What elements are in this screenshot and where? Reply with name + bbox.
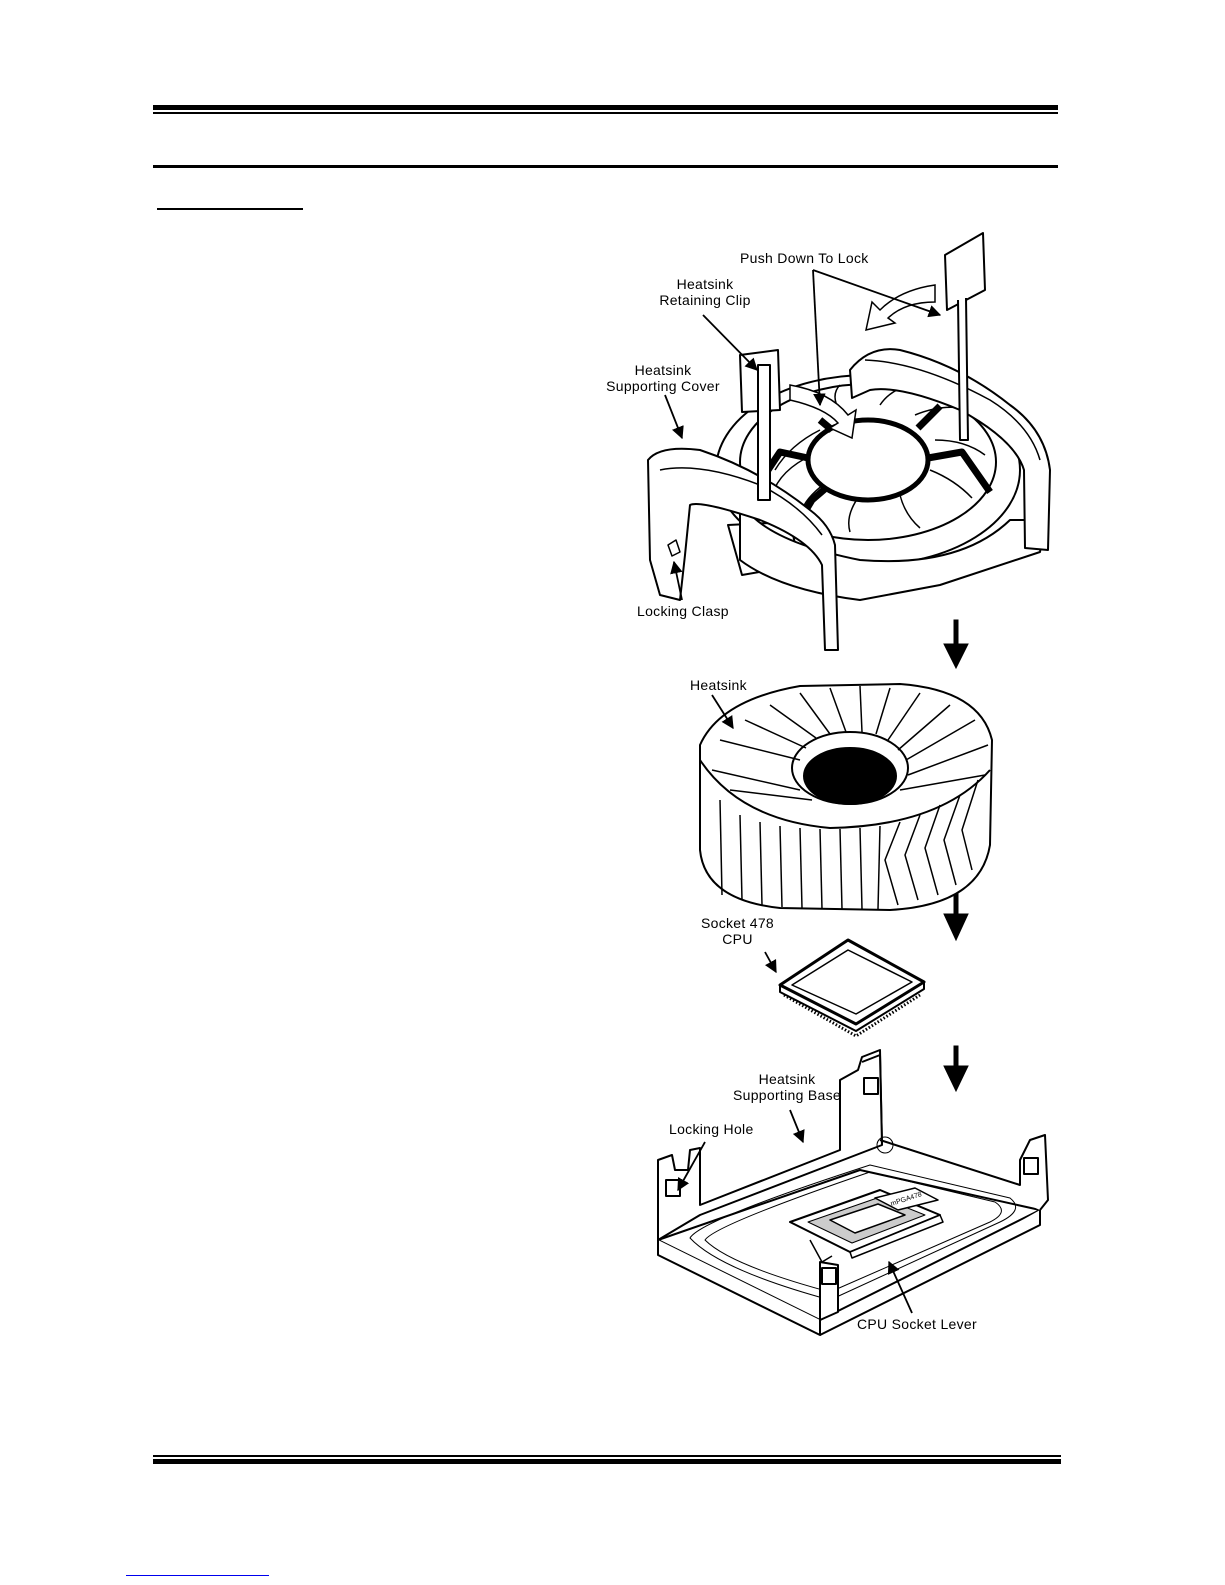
label-supporting-cover-line1: Heatsink (598, 362, 728, 378)
label-supporting-base-line1: Heatsink (722, 1071, 852, 1087)
label-socket-cpu-line2: CPU (690, 931, 785, 947)
supporting-base-illustration: mPGA478 (658, 1050, 1048, 1335)
label-supporting-cover-line2: Supporting Cover (598, 378, 728, 394)
label-retaining-clip: Heatsink Retaining Clip (640, 276, 770, 308)
label-socket-cpu: Socket 478 CPU (690, 915, 785, 947)
label-cpu-socket-lever: CPU Socket Lever (857, 1316, 977, 1332)
label-supporting-base: Heatsink Supporting Base (722, 1071, 852, 1103)
label-socket-cpu-line1: Socket 478 (690, 915, 785, 931)
label-heatsink: Heatsink (690, 677, 747, 693)
heatsink-illustration (700, 684, 992, 910)
label-locking-hole: Locking Hole (669, 1121, 754, 1137)
label-retaining-clip-line1: Heatsink (640, 276, 770, 292)
label-supporting-base-line2: Supporting Base (722, 1087, 852, 1103)
label-retaining-clip-line2: Retaining Clip (640, 292, 770, 308)
label-locking-clasp: Locking Clasp (637, 603, 729, 619)
label-supporting-cover: Heatsink Supporting Cover (598, 362, 728, 394)
cpu-illustration (780, 940, 924, 1036)
label-push-down-to-lock: Push Down To Lock (740, 250, 869, 266)
